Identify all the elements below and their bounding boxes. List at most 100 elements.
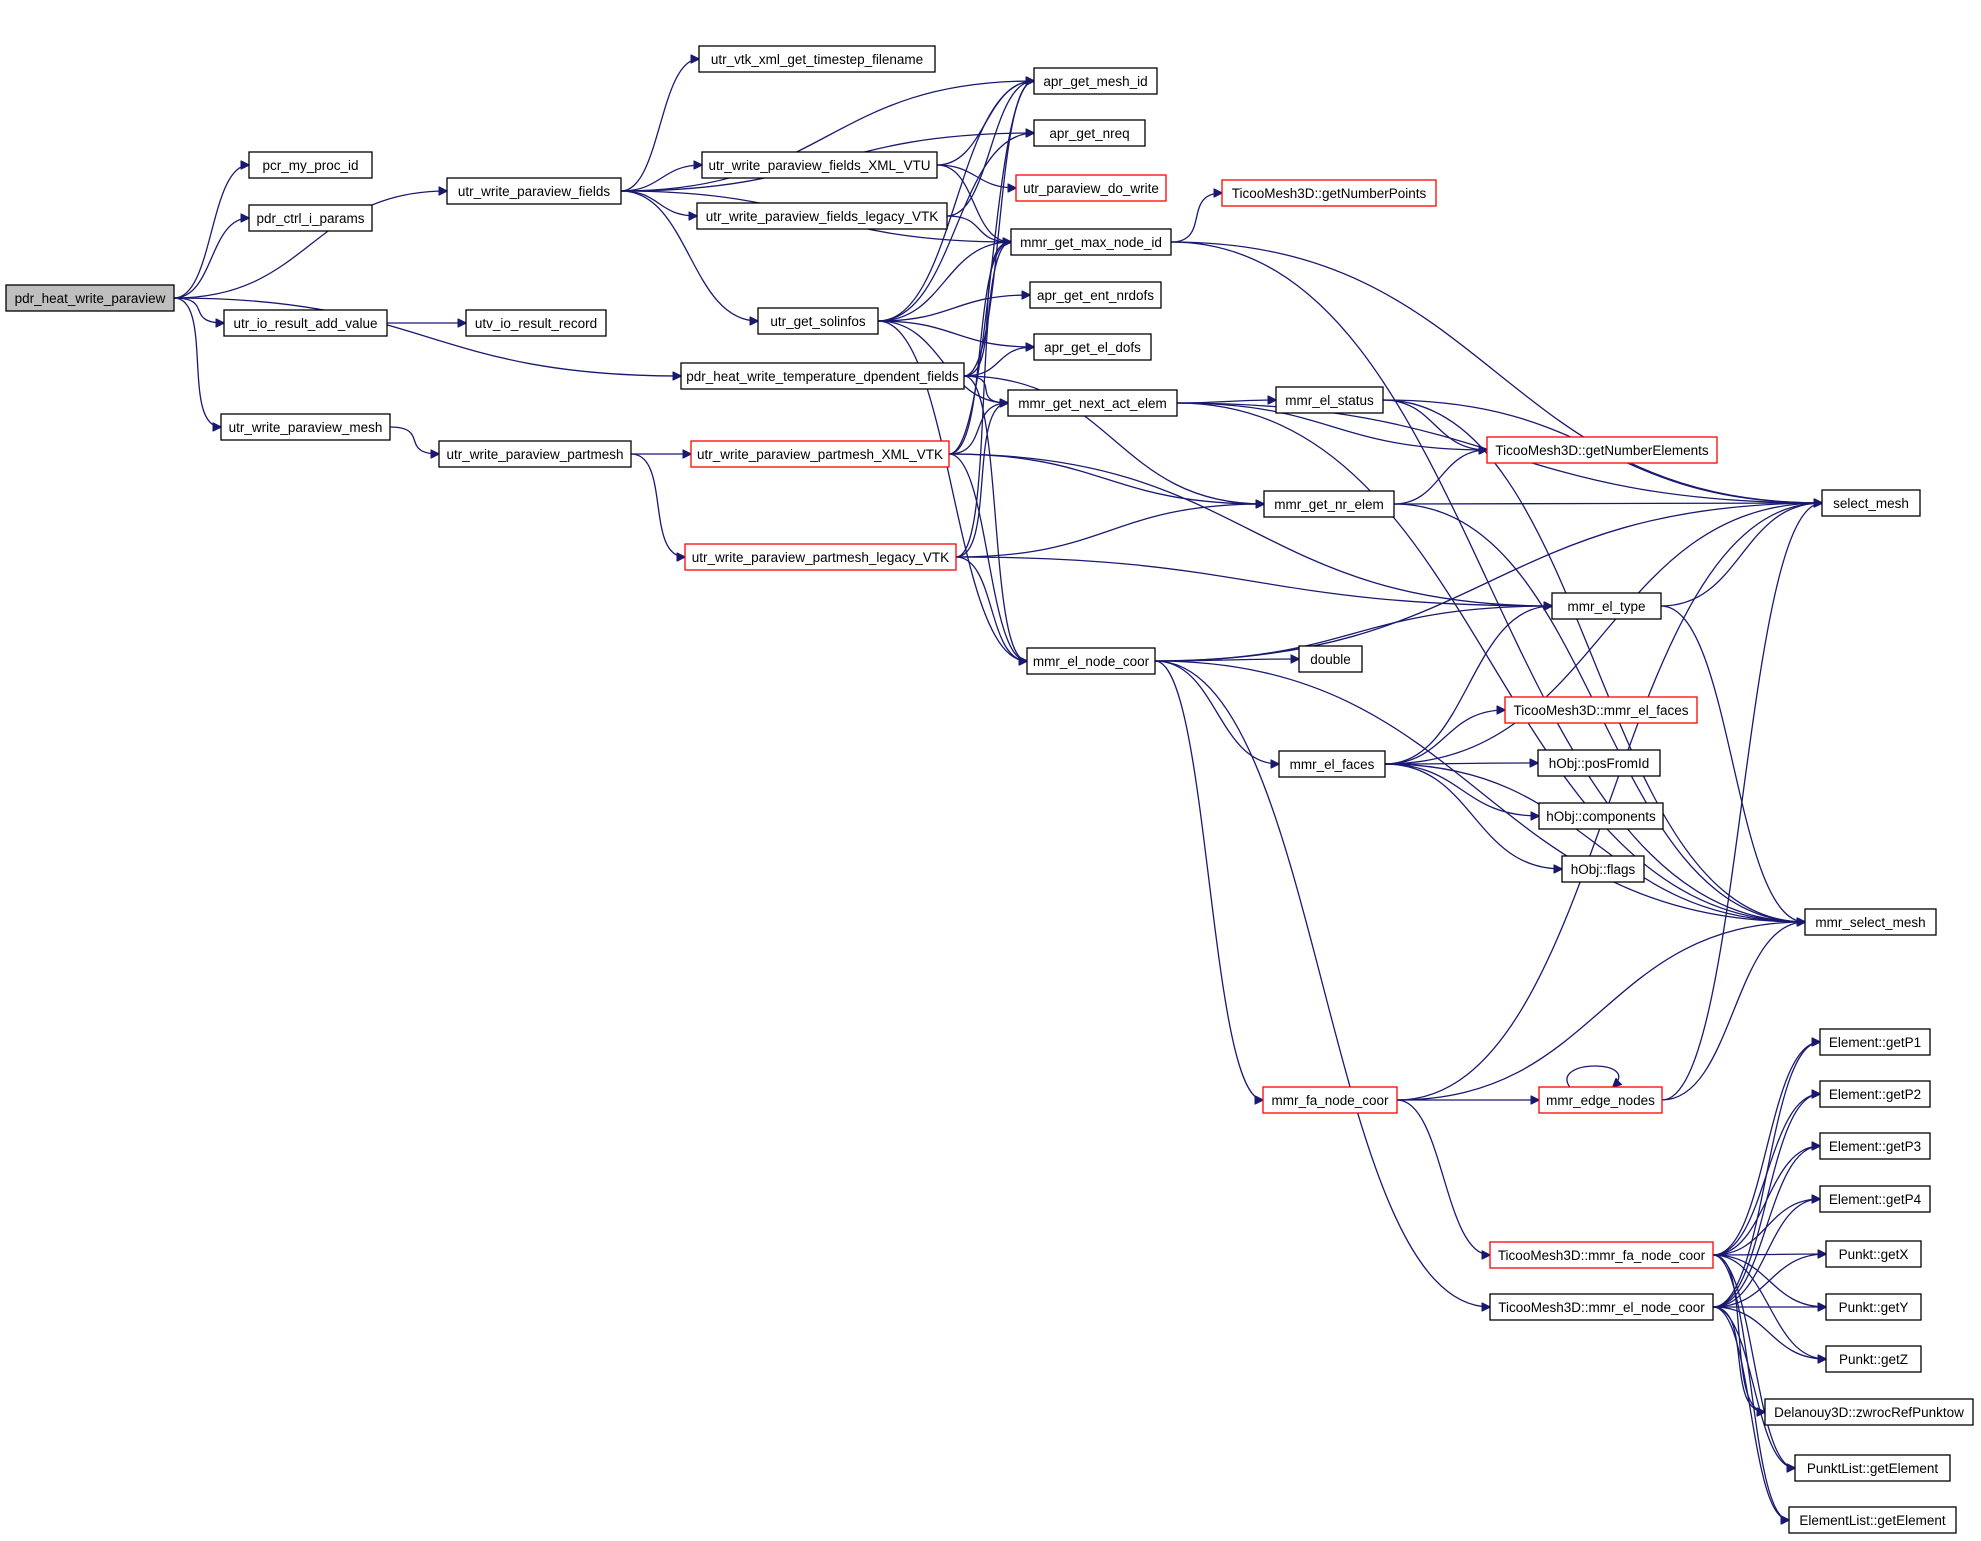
node-utr-paraview-do-write[interactable]: utr_paraview_do_write [1015, 174, 1167, 202]
edge-utr-write-paraview-partmesh-legacy-vtk-to-mmr-get-max-node-id [955, 242, 1011, 558]
node-punkt-getz[interactable]: Punkt::getZ [1825, 1345, 1922, 1373]
node-label: utr_write_paraview_mesh [229, 420, 383, 435]
node-punkt-gety[interactable]: Punkt::getY [1825, 1293, 1922, 1321]
node-mmr-get-nr-elem[interactable]: mmr_get_nr_elem [1263, 490, 1395, 518]
edge-ticoomesh3d-mmr-el-node-coor-to-punktlist-getelement [1712, 1306, 1795, 1468]
edge-utr-write-paraview-partmesh-xml-vtk-to-mmr-get-max-node-id [948, 242, 1011, 455]
node-box [1489, 1293, 1714, 1321]
edge-mmr-el-status-to-ticoomesh3d-getnumberelements [1382, 399, 1487, 450]
edge-utr-write-paraview-partmesh-legacy-vtk-to-mmr-get-next-act-elem [955, 403, 1008, 558]
node-element-getp1[interactable]: Element::getP1 [1819, 1028, 1931, 1056]
node-mmr-select-mesh[interactable]: mmr_select_mesh [1804, 908, 1937, 936]
node-apr-get-mesh-id[interactable]: apr_get_mesh_id [1033, 67, 1158, 95]
node-label: mmr_fa_node_coor [1271, 1093, 1389, 1108]
node-utr-vtk-xml-get-timestep-filename[interactable]: utr_vtk_xml_get_timestep_filename [698, 45, 936, 73]
edge-mmr-fa-node-coor-to-mmr-select-mesh [1396, 922, 1805, 1101]
node-box [248, 204, 373, 232]
node-ticoomesh3d-mmr-fa-node-coor[interactable]: TicooMesh3D::mmr_fa_node_coor [1489, 1241, 1714, 1269]
node-hobj-flags[interactable]: hObj::flags [1561, 855, 1645, 883]
node-mmr-el-status[interactable]: mmr_el_status [1275, 386, 1384, 414]
node-label: utr_get_solinfos [770, 314, 866, 329]
node-mmr-el-faces[interactable]: mmr_el_faces [1278, 750, 1386, 778]
node-punktlist-getelement[interactable]: PunktList::getElement [1794, 1454, 1951, 1482]
edge-mmr-el-node-coor-to-mmr-fa-node-coor [1154, 660, 1263, 1100]
node-utr-write-paraview-partmesh[interactable]: utr_write_paraview_partmesh [438, 440, 632, 468]
node-delanouy3d-zwrocrefpunktow[interactable]: Delanouy3D::zwrocRefPunktow [1764, 1398, 1974, 1426]
node-label: apr_get_el_dofs [1044, 340, 1141, 355]
node-label: utr_write_paraview_partmesh [446, 447, 623, 462]
node-label: pdr_ctrl_i_params [256, 211, 364, 226]
node-box [1007, 389, 1178, 417]
node-mmr-get-max-node-id[interactable]: mmr_get_max_node_id [1010, 228, 1172, 256]
node-utr-get-solinfos[interactable]: utr_get_solinfos [757, 307, 879, 335]
node-label: apr_get_mesh_id [1043, 74, 1147, 89]
node-label: Punkt::getZ [1839, 1352, 1908, 1367]
node-hobj-components[interactable]: hObj::components [1538, 802, 1664, 830]
edge-mmr-el-faces-to-select-mesh [1384, 503, 1822, 765]
node-box [1538, 802, 1664, 830]
node-utr-write-paraview-fields-legacy-vtk[interactable]: utr_write_paraview_fields_legacy_VTK [696, 202, 948, 230]
edge-utr-write-paraview-fields-legacy-vtk-to-apr-get-mesh-id [946, 81, 1034, 217]
edge-utr-write-paraview-fields-to-utr-write-paraview-fields-legacy-vtk [620, 190, 697, 216]
node-punkt-getx[interactable]: Punkt::getX [1825, 1240, 1922, 1268]
node-label: utr_write_paraview_fields [458, 184, 611, 199]
node-mmr-fa-node-coor[interactable]: mmr_fa_node_coor [1262, 1086, 1398, 1114]
edge-mmr-el-faces-to-hobj-posfromid [1384, 763, 1538, 764]
node-pdr-heat-write-temperature-dpendent-fields[interactable]: pdr_heat_write_temperature_dpendent_fiel… [680, 362, 965, 390]
edge-mmr-get-next-act-elem-to-mmr-select-mesh [1176, 402, 1805, 922]
edge-mmr-el-faces-to-ticoomesh3d-mmr-el-faces [1384, 710, 1505, 765]
node-box [223, 309, 388, 337]
node-ticoomesh3d-getnumberpoints[interactable]: TicooMesh3D::getNumberPoints [1221, 179, 1437, 207]
node-pcr-my-proc-id[interactable]: pcr_my_proc_id [248, 151, 373, 179]
node-ticoomesh3d-mmr-el-faces[interactable]: TicooMesh3D::mmr_el_faces [1504, 696, 1698, 724]
node-apr-get-nreq[interactable]: apr_get_nreq [1033, 119, 1146, 147]
node-layer: pdr_heat_write_paraview pcr_my_proc_idpdr… [5, 45, 1974, 1534]
node-double[interactable]: double [1298, 645, 1363, 673]
node-utv-io-result-record[interactable]: utv_io_result_record [465, 309, 607, 337]
node-element-getp2[interactable]: Element::getP2 [1819, 1080, 1931, 1108]
node-pdr-ctrl-i-params[interactable]: pdr_ctrl_i_params [248, 204, 373, 232]
node-utr-io-result-add-value[interactable]: utr_io_result_add_value [223, 309, 388, 337]
node-box [698, 45, 936, 73]
node-mmr-edge-nodes[interactable]: mmr_edge_nodes [1538, 1086, 1663, 1114]
edge-mmr-el-status-to-mmr-select-mesh [1382, 399, 1805, 922]
node-apr-get-ent-nrdofs[interactable]: apr_get_ent_nrdofs [1029, 281, 1162, 309]
node-label: utr_io_result_add_value [233, 316, 377, 331]
node-utr-write-paraview-fields-xml-vtu[interactable]: utr_write_paraview_fields_XML_VTU [701, 151, 938, 179]
edge-utr-write-paraview-partmesh-xml-vtk-to-mmr-get-next-act-elem [948, 403, 1008, 455]
node-mmr-get-next-act-elem[interactable]: mmr_get_next_act_elem [1007, 389, 1178, 417]
edge-mmr-get-nr-elem-to-select-mesh [1393, 503, 1822, 504]
node-utr-write-paraview-fields[interactable]: utr_write_paraview_fields [446, 177, 622, 205]
node-ticoomesh3d-getnumberelements[interactable]: TicooMesh3D::getNumberElements [1486, 436, 1718, 464]
node-hobj-posfromid[interactable]: hObj::posFromId [1537, 749, 1661, 777]
node-elementlist-getelement[interactable]: ElementList::getElement [1788, 1506, 1957, 1534]
node-box [1561, 855, 1645, 883]
edge-utr-get-solinfos-to-apr-get-nreq [877, 133, 1034, 322]
node-box [5, 284, 175, 312]
node-box [1298, 645, 1363, 673]
node-utr-write-paraview-mesh[interactable]: utr_write_paraview_mesh [220, 413, 391, 441]
node-label: apr_get_nreq [1049, 126, 1129, 141]
node-utr-write-paraview-partmesh-xml-vtk[interactable]: utr_write_paraview_partmesh_XML_VTK [690, 440, 950, 468]
node-element-getp4[interactable]: Element::getP4 [1819, 1185, 1931, 1213]
node-label: mmr_el_type [1567, 599, 1645, 614]
node-pdr-heat-write-paraview[interactable]: pdr_heat_write_paraview [5, 284, 175, 312]
edge-pdr-heat-write-paraview-to-utr-write-paraview-mesh [173, 297, 221, 427]
node-mmr-el-node-coor[interactable]: mmr_el_node_coor [1026, 647, 1156, 675]
edge-utr-get-solinfos-to-mmr-get-max-node-id [877, 242, 1011, 322]
edge-pdr-heat-write-paraview-to-utr-write-paraview-fields [173, 191, 447, 299]
node-label: select_mesh [1833, 496, 1909, 511]
edge-mmr-el-type-to-mmr-select-mesh [1660, 605, 1805, 922]
edge-mmr-fa-node-coor-to-ticoomesh3d-mmr-fa-node-coor [1396, 1099, 1490, 1255]
node-label: TicooMesh3D::getNumberElements [1495, 443, 1709, 458]
node-mmr-el-type[interactable]: mmr_el_type [1551, 592, 1662, 620]
node-utr-write-paraview-partmesh-legacy-vtk[interactable]: utr_write_paraview_partmesh_legacy_VTK [684, 543, 957, 571]
node-label: utr_write_paraview_partmesh_legacy_VTK [692, 550, 949, 565]
node-apr-get-el-dofs[interactable]: apr_get_el_dofs [1033, 333, 1152, 361]
edge-mmr-el-node-coor-to-double [1154, 659, 1299, 661]
node-element-getp3[interactable]: Element::getP3 [1819, 1132, 1931, 1160]
edge-utr-write-paraview-mesh-to-utr-write-paraview-partmesh [389, 426, 439, 454]
node-select-mesh[interactable]: select_mesh [1821, 489, 1921, 517]
node-box [1504, 696, 1698, 724]
node-ticoomesh3d-mmr-el-node-coor[interactable]: TicooMesh3D::mmr_el_node_coor [1489, 1293, 1714, 1321]
